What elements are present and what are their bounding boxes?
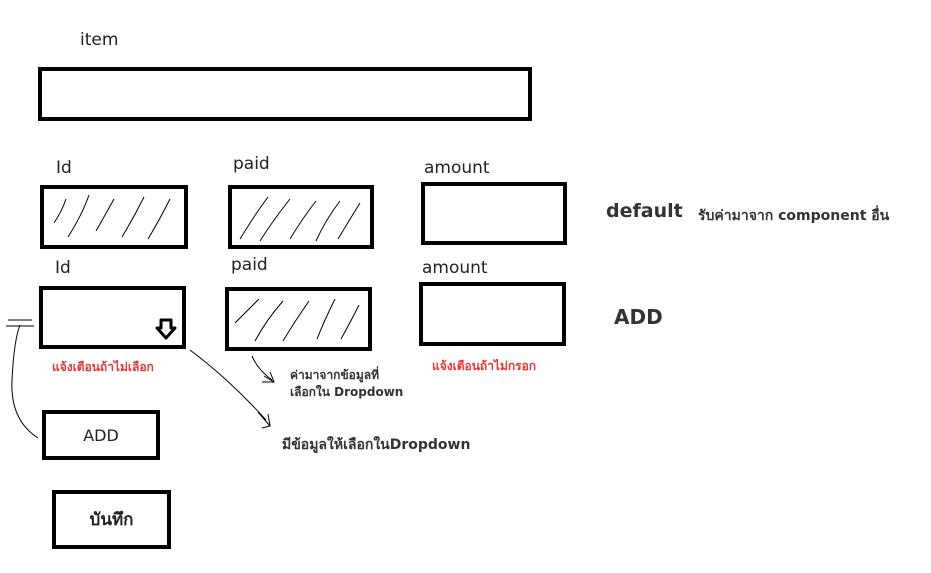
default-id-label: Id <box>56 158 72 178</box>
default-amount-label: amount <box>424 158 490 178</box>
add-paid-label: paid <box>231 255 268 275</box>
paid-source-note: ค่ามาจากข้อมูลที่ เลือกใน Dropdown <box>290 367 403 401</box>
default-amount-field <box>421 182 567 245</box>
add-mode-title: ADD <box>614 305 663 329</box>
id-warning-text: แจ้งเตือนถ้าไม่เลือก <box>52 360 154 374</box>
add-button[interactable]: ADD <box>42 410 160 460</box>
disabled-hatch-icon <box>53 194 171 240</box>
paid-source-note-line-1: ค่ามาจากข้อมูลที่ <box>290 368 380 382</box>
disabled-hatch-icon <box>234 298 360 342</box>
default-paid-label: paid <box>233 154 270 174</box>
arrow-down-icon[interactable] <box>155 318 177 340</box>
default-id-field <box>40 185 188 249</box>
item-input[interactable] <box>38 67 532 121</box>
dropdown-note-arrow-icon <box>189 349 267 421</box>
amount-warning-text: แจ้งเตือนถ้าไม่กรอก <box>432 359 537 373</box>
loop-arrow-icon <box>11 324 39 439</box>
add-amount-input[interactable] <box>419 282 566 346</box>
disabled-hatch-icon <box>239 196 361 242</box>
item-label: item <box>80 30 119 50</box>
default-mode-description: รับค่ามาจาก component อื่น <box>698 208 890 224</box>
add-paid-field <box>225 287 372 351</box>
dropdown-options-note: มีข้อมูลให้เลือกในDropdown <box>282 437 471 453</box>
save-button[interactable]: บันทึก <box>52 490 171 549</box>
paid-note-arrow-icon <box>251 355 273 381</box>
default-paid-field <box>228 185 374 249</box>
default-mode-title: default <box>606 200 683 222</box>
add-amount-label: amount <box>422 258 488 278</box>
add-id-dropdown[interactable] <box>39 286 186 349</box>
add-id-label: Id <box>55 258 71 278</box>
paid-source-note-line-2: เลือกใน Dropdown <box>290 385 404 399</box>
